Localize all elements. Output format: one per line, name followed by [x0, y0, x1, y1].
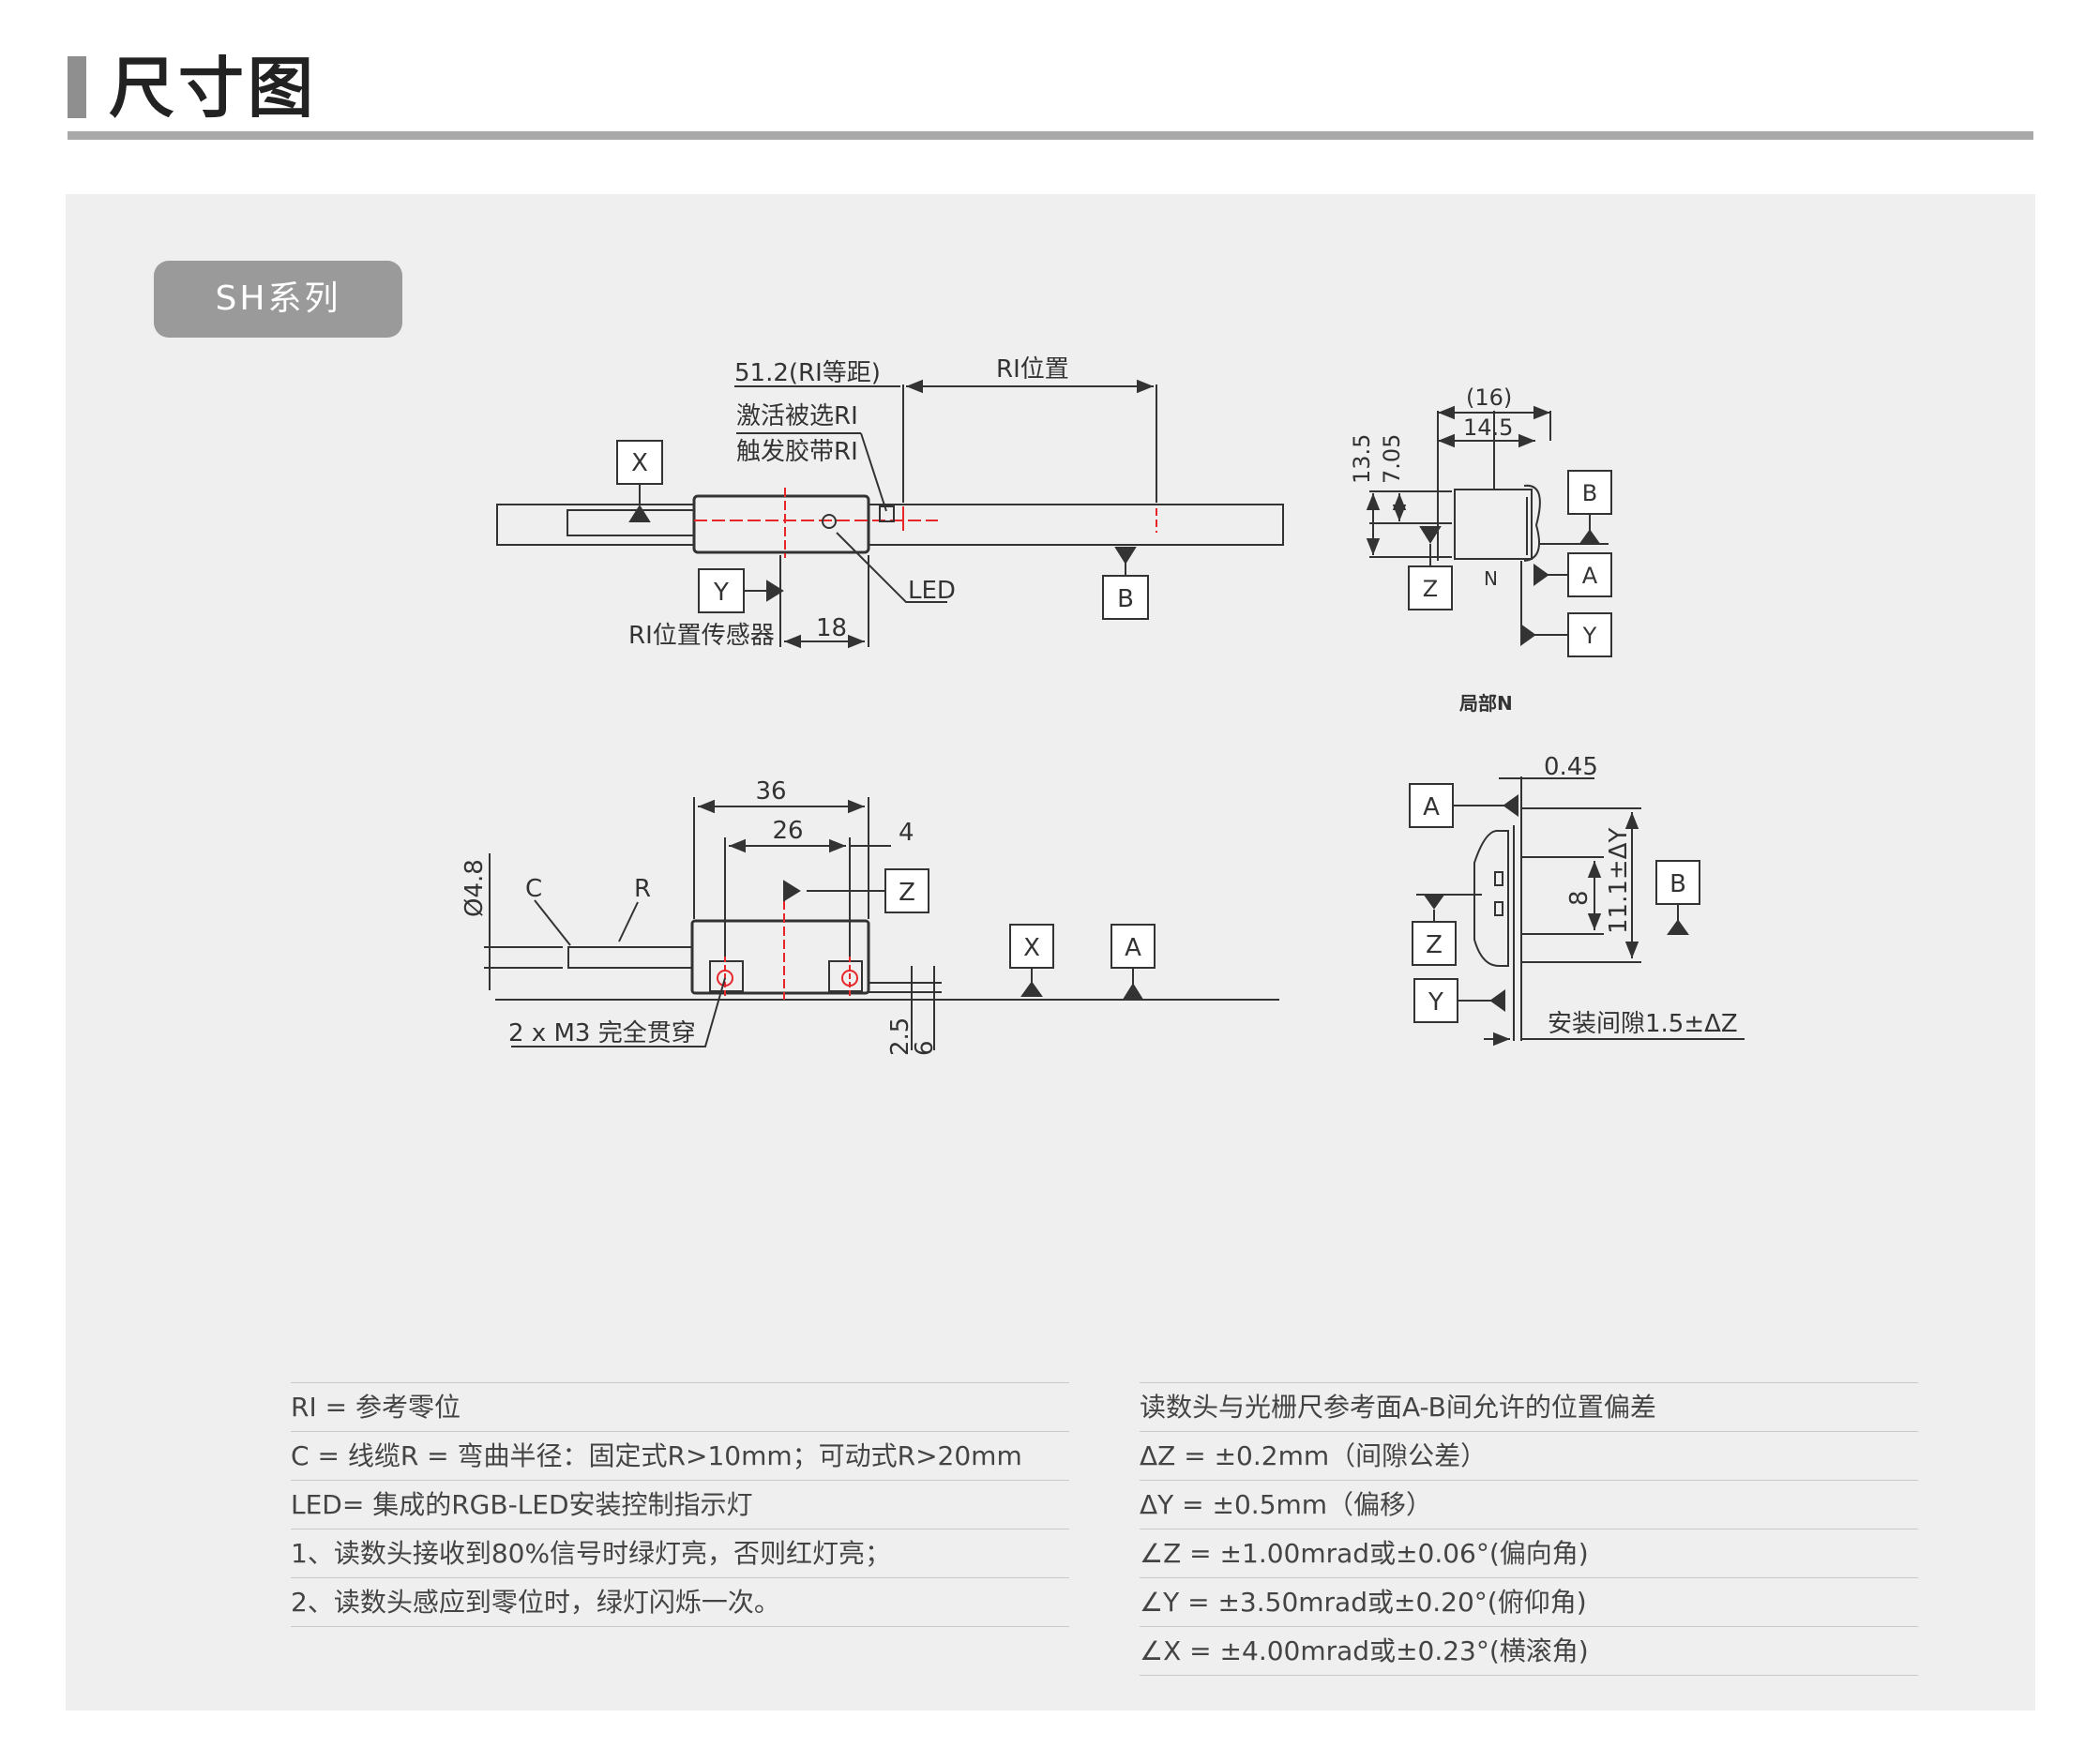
datum-y-label: Y [713, 579, 729, 607]
label-led: LED [908, 577, 956, 605]
label-n: N [1484, 567, 1498, 590]
tolerance-row: ∠Y = ±3.50mrad或±0.20°(俯仰角) [1140, 1577, 1918, 1626]
inst-datum-a: A [1423, 793, 1440, 821]
head-end [1454, 489, 1533, 560]
end-datum-a: A [1582, 563, 1598, 589]
dim-7-05: 7.05 [1379, 434, 1405, 484]
tolerance-row: 读数头与光栅尺参考面A-B间允许的位置偏差 [1140, 1382, 1918, 1431]
side-view [484, 797, 1279, 1050]
cable [567, 946, 695, 969]
label-bend-r: R [634, 875, 651, 903]
dim-14-5: 14.5 [1463, 414, 1513, 441]
label-cable-c: C [525, 875, 542, 903]
install-view-labels: 0.45 8 11.1±ΔY A B Z Y 安装间隙1.5±ΔZ [1423, 753, 1738, 1038]
end-view [1366, 405, 1612, 657]
cable-stub [567, 509, 700, 536]
title-divider [68, 131, 2033, 140]
tolerance-row: ∠X = ±4.00mrad或±0.23°(横滚角) [1140, 1626, 1918, 1676]
dim-26: 26 [772, 817, 803, 845]
side-view-labels: 36 26 4 Ø4.8 C R Z X A 2 x M3 完全贯穿 2.5 6 [461, 777, 1141, 1056]
datum-x-label: X [631, 449, 648, 477]
dim-11-1: 11.1±ΔY [1605, 828, 1633, 934]
detail-caption: 局部N [1458, 692, 1513, 715]
dim-0-45: 0.45 [1544, 753, 1598, 781]
note-row: LED= 集成的RGB-LED安装控制指示灯 [291, 1480, 1069, 1529]
note-row: 1、读数头接收到80%信号时绿灯亮，否则红灯亮； [291, 1529, 1069, 1577]
dim-2-5: 2.5 [886, 1017, 914, 1056]
tolerance-row: ∠Z = ±1.00mrad或±0.06°(偏向角) [1140, 1529, 1918, 1577]
page-title: 尺寸图 [109, 50, 317, 127]
note-row: C = 线缆R = 弯曲半径：固定式R>10mm；可动式R>20mm [291, 1431, 1069, 1480]
read-head-top [692, 494, 870, 554]
dim-16: (16) [1466, 384, 1512, 411]
side-datum-x: X [1023, 934, 1040, 962]
end-view-labels: (16) 14.5 13.5 7.05 B A Y Z N 局部N [1349, 384, 1598, 715]
dim-8: 8 [1565, 890, 1594, 906]
ri-marker [879, 505, 895, 522]
end-datum-z: Z [1423, 576, 1438, 602]
inst-datum-b: B [1669, 870, 1686, 898]
dim-4: 4 [899, 819, 914, 847]
led-circle [822, 514, 837, 529]
read-head-side [690, 919, 870, 995]
dim-diameter: Ø4.8 [461, 859, 489, 917]
inst-datum-y: Y [1428, 988, 1443, 1017]
label-activate-2: 触发胶带RI [736, 438, 858, 466]
end-datum-b: B [1582, 480, 1597, 506]
label-m3: 2 x M3 完全贯穿 [508, 1019, 696, 1047]
note-row: RI = 参考零位 [291, 1382, 1069, 1431]
title-accent-bar [68, 56, 86, 118]
top-view-labels: 51.2(RI等距) RI位置 激活被选RI 触发胶带RI LED RI位置传感… [628, 355, 1134, 650]
label-activate-1: 激活被选RI [736, 402, 858, 430]
end-datum-y: Y [1582, 623, 1597, 649]
scale-body [496, 504, 1284, 546]
side-datum-a: A [1125, 934, 1141, 962]
inst-datum-z: Z [1426, 931, 1443, 959]
label-install-gap: 安装间隙1.5±ΔZ [1548, 1010, 1738, 1038]
head-profile [1473, 829, 1509, 967]
dim-ri-position: RI位置 [996, 355, 1069, 384]
dim-13-5: 13.5 [1349, 434, 1375, 484]
side-datum-z: Z [899, 879, 915, 907]
note-row: 2、读数头感应到零位时，绿灯闪烁一次。 [291, 1577, 1069, 1627]
series-badge: SH系列 [154, 261, 402, 338]
datum-b-label: B [1117, 585, 1134, 613]
notes-left: RI = 参考零位 C = 线缆R = 弯曲半径：固定式R>10mm；可动式R>… [291, 1382, 1069, 1627]
detail-n-outline [1523, 484, 1541, 562]
tolerance-row: ΔZ = ±0.2mm（间隙公差） [1140, 1431, 1918, 1480]
label-ri-sensor: RI位置传感器 [628, 622, 775, 650]
notes-right: 读数头与光栅尺参考面A-B间允许的位置偏差 ΔZ = ±0.2mm（间隙公差） … [1140, 1382, 1918, 1676]
dim-36: 36 [755, 777, 786, 806]
install-view [1409, 776, 1745, 1047]
top-view [496, 379, 1284, 649]
dim-ri-spacing: 51.2(RI等距) [734, 359, 881, 387]
dim-18: 18 [816, 614, 847, 642]
dim-6: 6 [911, 1040, 939, 1056]
tolerance-row: ΔY = ±0.5mm（偏移） [1140, 1480, 1918, 1529]
